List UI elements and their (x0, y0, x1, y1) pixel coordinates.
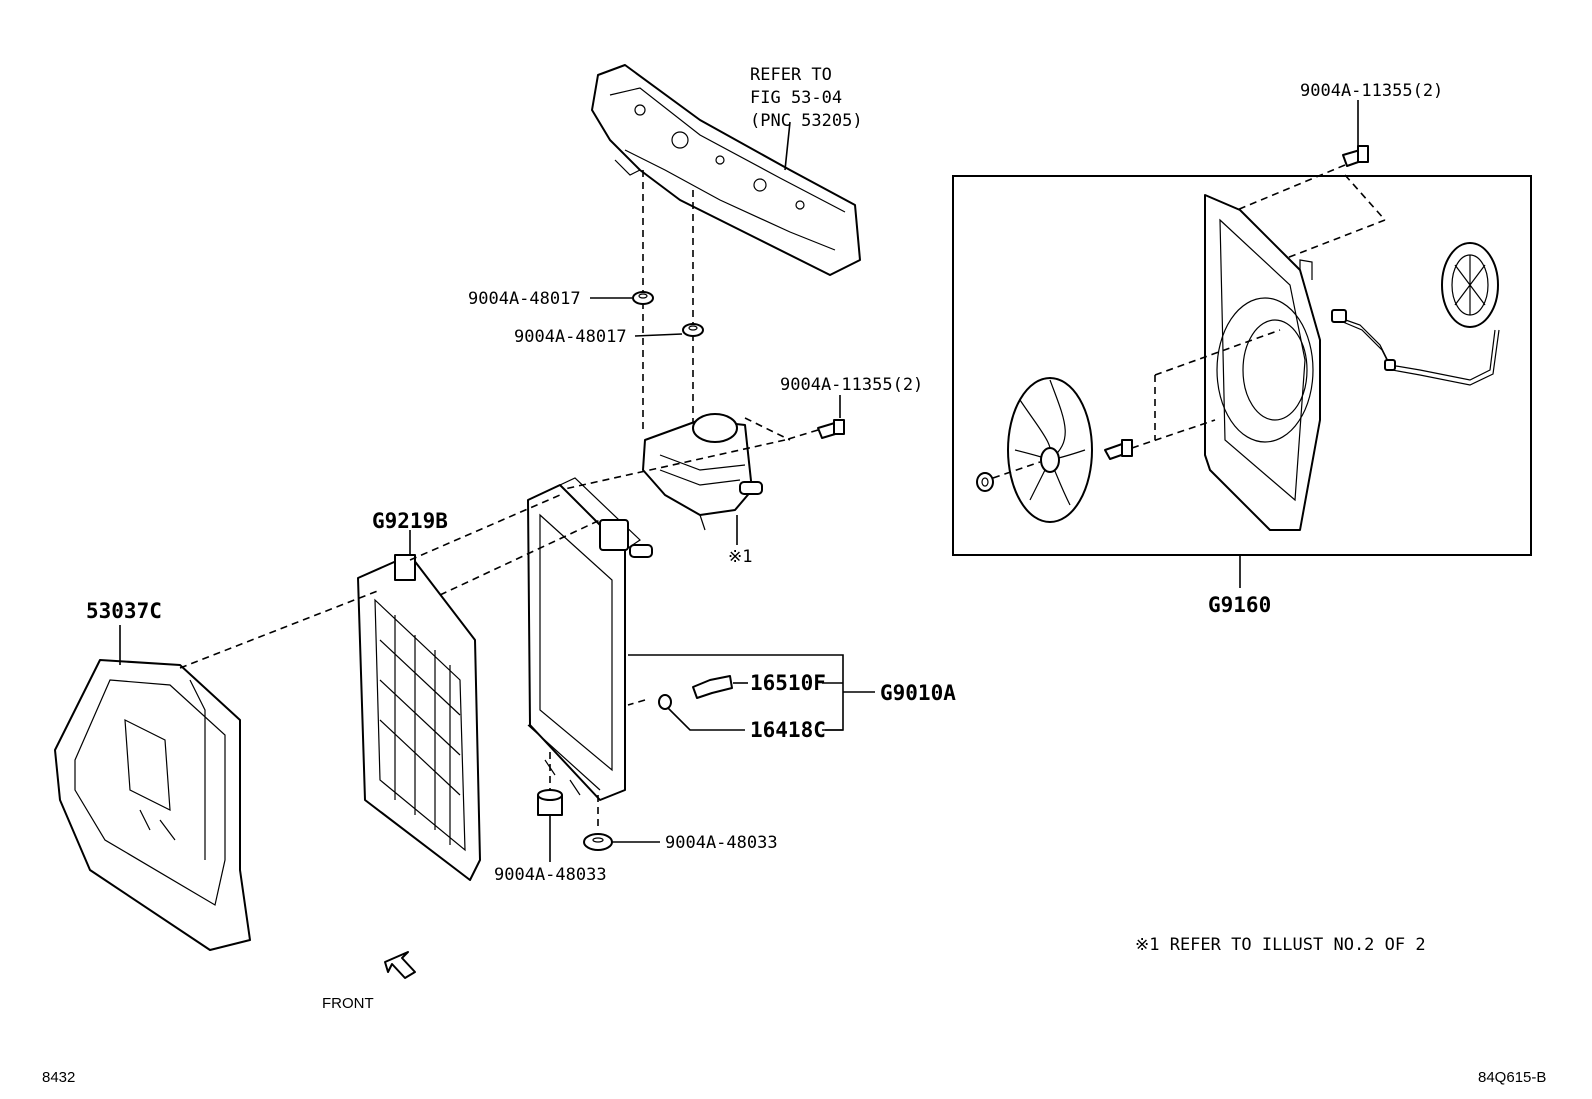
reservoir-tank (642, 413, 763, 531)
duct-dash (179, 589, 381, 669)
page-code-right: 84Q615-B (1478, 1069, 1546, 1086)
harness-connector (1331, 309, 1396, 371)
bolt-top-label: 9004A-11355(2) (1300, 81, 1443, 101)
fan-assembly-label: G9160 (1208, 593, 1271, 617)
fan-blade-part (1007, 377, 1093, 523)
drain-cock-label: 16510F (750, 671, 826, 695)
cushion-left-part (537, 789, 563, 816)
gasket-label: 16418C (750, 718, 826, 742)
bolt-mid-dash-2 (559, 439, 786, 491)
radiator-support-member (591, 64, 861, 276)
page-code-left: 8432 (42, 1069, 75, 1086)
shroud-dash-2 (439, 519, 601, 596)
leader-nut-lower (634, 333, 683, 337)
nut-upper-label: 9004A-48017 (468, 289, 581, 309)
nut-lower-label: 9004A-48017 (514, 327, 627, 347)
fan-bolt-part (1104, 439, 1133, 460)
shroud-dash-1 (409, 494, 561, 561)
fan-assembly-box (952, 175, 1532, 556)
leader-refer (784, 121, 791, 171)
nut-lower-part (682, 323, 704, 337)
front-arrow-icon (384, 951, 416, 979)
reservoir-ref-label: ※1 (728, 547, 752, 567)
duct-part (54, 659, 251, 951)
cushion-right-label: 9004A-48033 (665, 833, 778, 853)
gasket-part (658, 694, 672, 710)
bolt-mid-dash-3 (744, 417, 791, 441)
shroud-label: G9219B (372, 509, 448, 533)
fan-harness (1339, 317, 1496, 381)
fan-harness-2 (1342, 321, 1500, 386)
drain-cock-part (692, 675, 733, 699)
radiator-core (527, 477, 653, 801)
leader-gasket (667, 707, 745, 731)
fan-axis-dash-2 (1154, 329, 1281, 376)
cushion-right-part (583, 833, 613, 851)
bolt-mid-dash (784, 429, 819, 441)
footnote: ※1 REFER TO ILLUST NO.2 OF 2 (1135, 935, 1426, 955)
front-label: FRONT (322, 995, 374, 1012)
shroud-part (357, 554, 481, 881)
bolt-top-dash-1 (1224, 164, 1346, 216)
duct-label: 53037C (86, 599, 162, 623)
refer-line-1: REFER TO (750, 65, 832, 85)
fan-motor-part (1441, 242, 1499, 328)
fan-bolt-dash (1131, 419, 1216, 449)
bolt-top-right-part (1342, 145, 1369, 167)
refer-line-2: FIG 53-04 (750, 88, 842, 108)
refer-line-3: (PNC 53205) (750, 111, 863, 131)
bolt-mid-part (817, 419, 845, 439)
cushion-left-label: 9004A-48033 (494, 865, 607, 885)
bolt-top-dash-2 (1344, 174, 1386, 221)
fan-nut-part (976, 472, 994, 492)
fan-shroud-part (1204, 194, 1321, 531)
fan-nut-dash (992, 461, 1041, 479)
gasket-dash (627, 699, 646, 706)
nut-upper-part (632, 291, 654, 305)
radiator-group-label: G9010A (880, 681, 956, 705)
bolt-mid-label: 9004A-11355(2) (780, 375, 923, 395)
